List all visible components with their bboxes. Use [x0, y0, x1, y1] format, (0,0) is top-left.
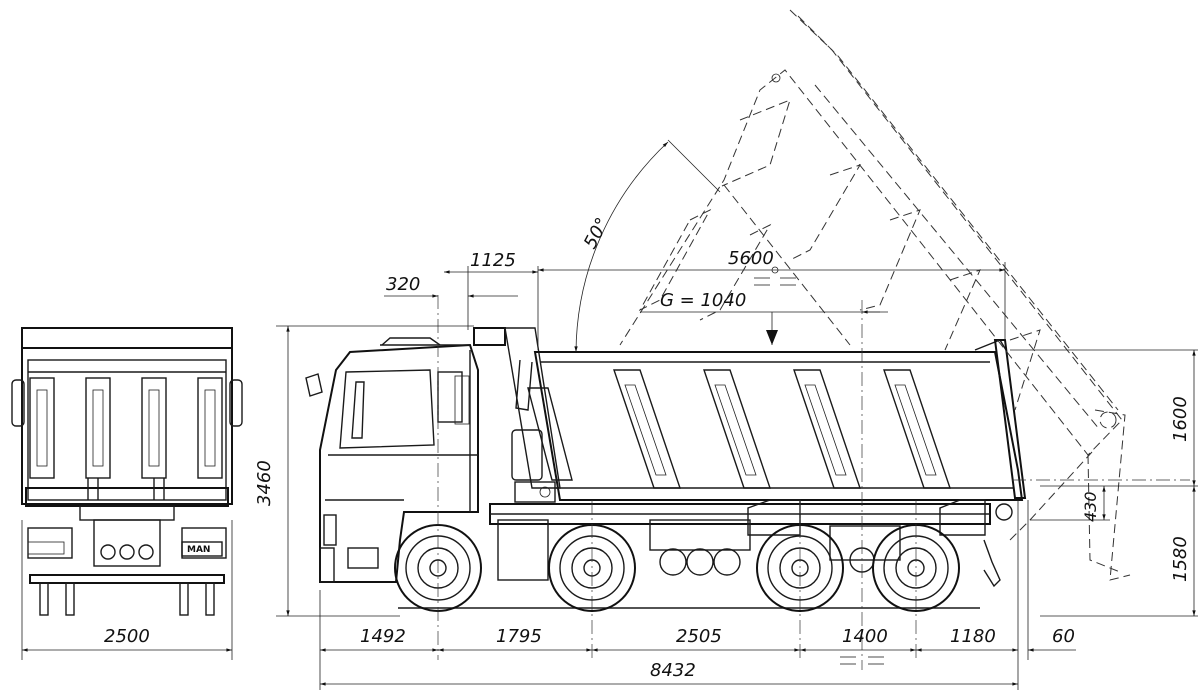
dim-overall-length: 8432 — [650, 660, 696, 681]
dim-frame-height: 1580 — [1170, 536, 1191, 582]
tilted-body-outline — [619, 9, 1131, 581]
rear-view: MAN 2500 — [11, 327, 243, 660]
dim-wheelbase-3: 1400 — [842, 626, 888, 647]
dim-overall-height: 3460 — [254, 460, 275, 506]
dim-tailgate-gap: 430 — [1081, 491, 1100, 522]
dim-front-overhang: 1492 — [360, 626, 406, 647]
dim-side-height: 1600 — [1170, 396, 1191, 442]
rear-logo-text: MAN — [187, 545, 210, 555]
dim-wheelbase-2: 2505 — [676, 626, 722, 647]
cab — [305, 337, 479, 583]
rear-logo-plate — [181, 541, 223, 557]
wheels — [394, 524, 960, 612]
dim-body-length: 5600 — [728, 248, 774, 269]
rear-body-ribs — [29, 377, 223, 479]
dim-wheelbase-1: 1795 — [496, 626, 542, 647]
side-view: 3460 1492 1795 2505 1400 1180 60 8432 32… — [254, 9, 1198, 690]
dim-cab-to-body: 320 — [386, 274, 420, 295]
dim-rear-overhang: 1180 — [950, 626, 996, 647]
chassis — [489, 429, 1013, 588]
dim-cog-offset: G = 1040 — [660, 290, 746, 311]
dim-body-offset: 1125 — [470, 250, 516, 271]
dump-body — [515, 339, 1027, 501]
dim-tail-extension: 60 — [1052, 626, 1075, 647]
dim-rear-width: 2500 — [104, 626, 150, 647]
